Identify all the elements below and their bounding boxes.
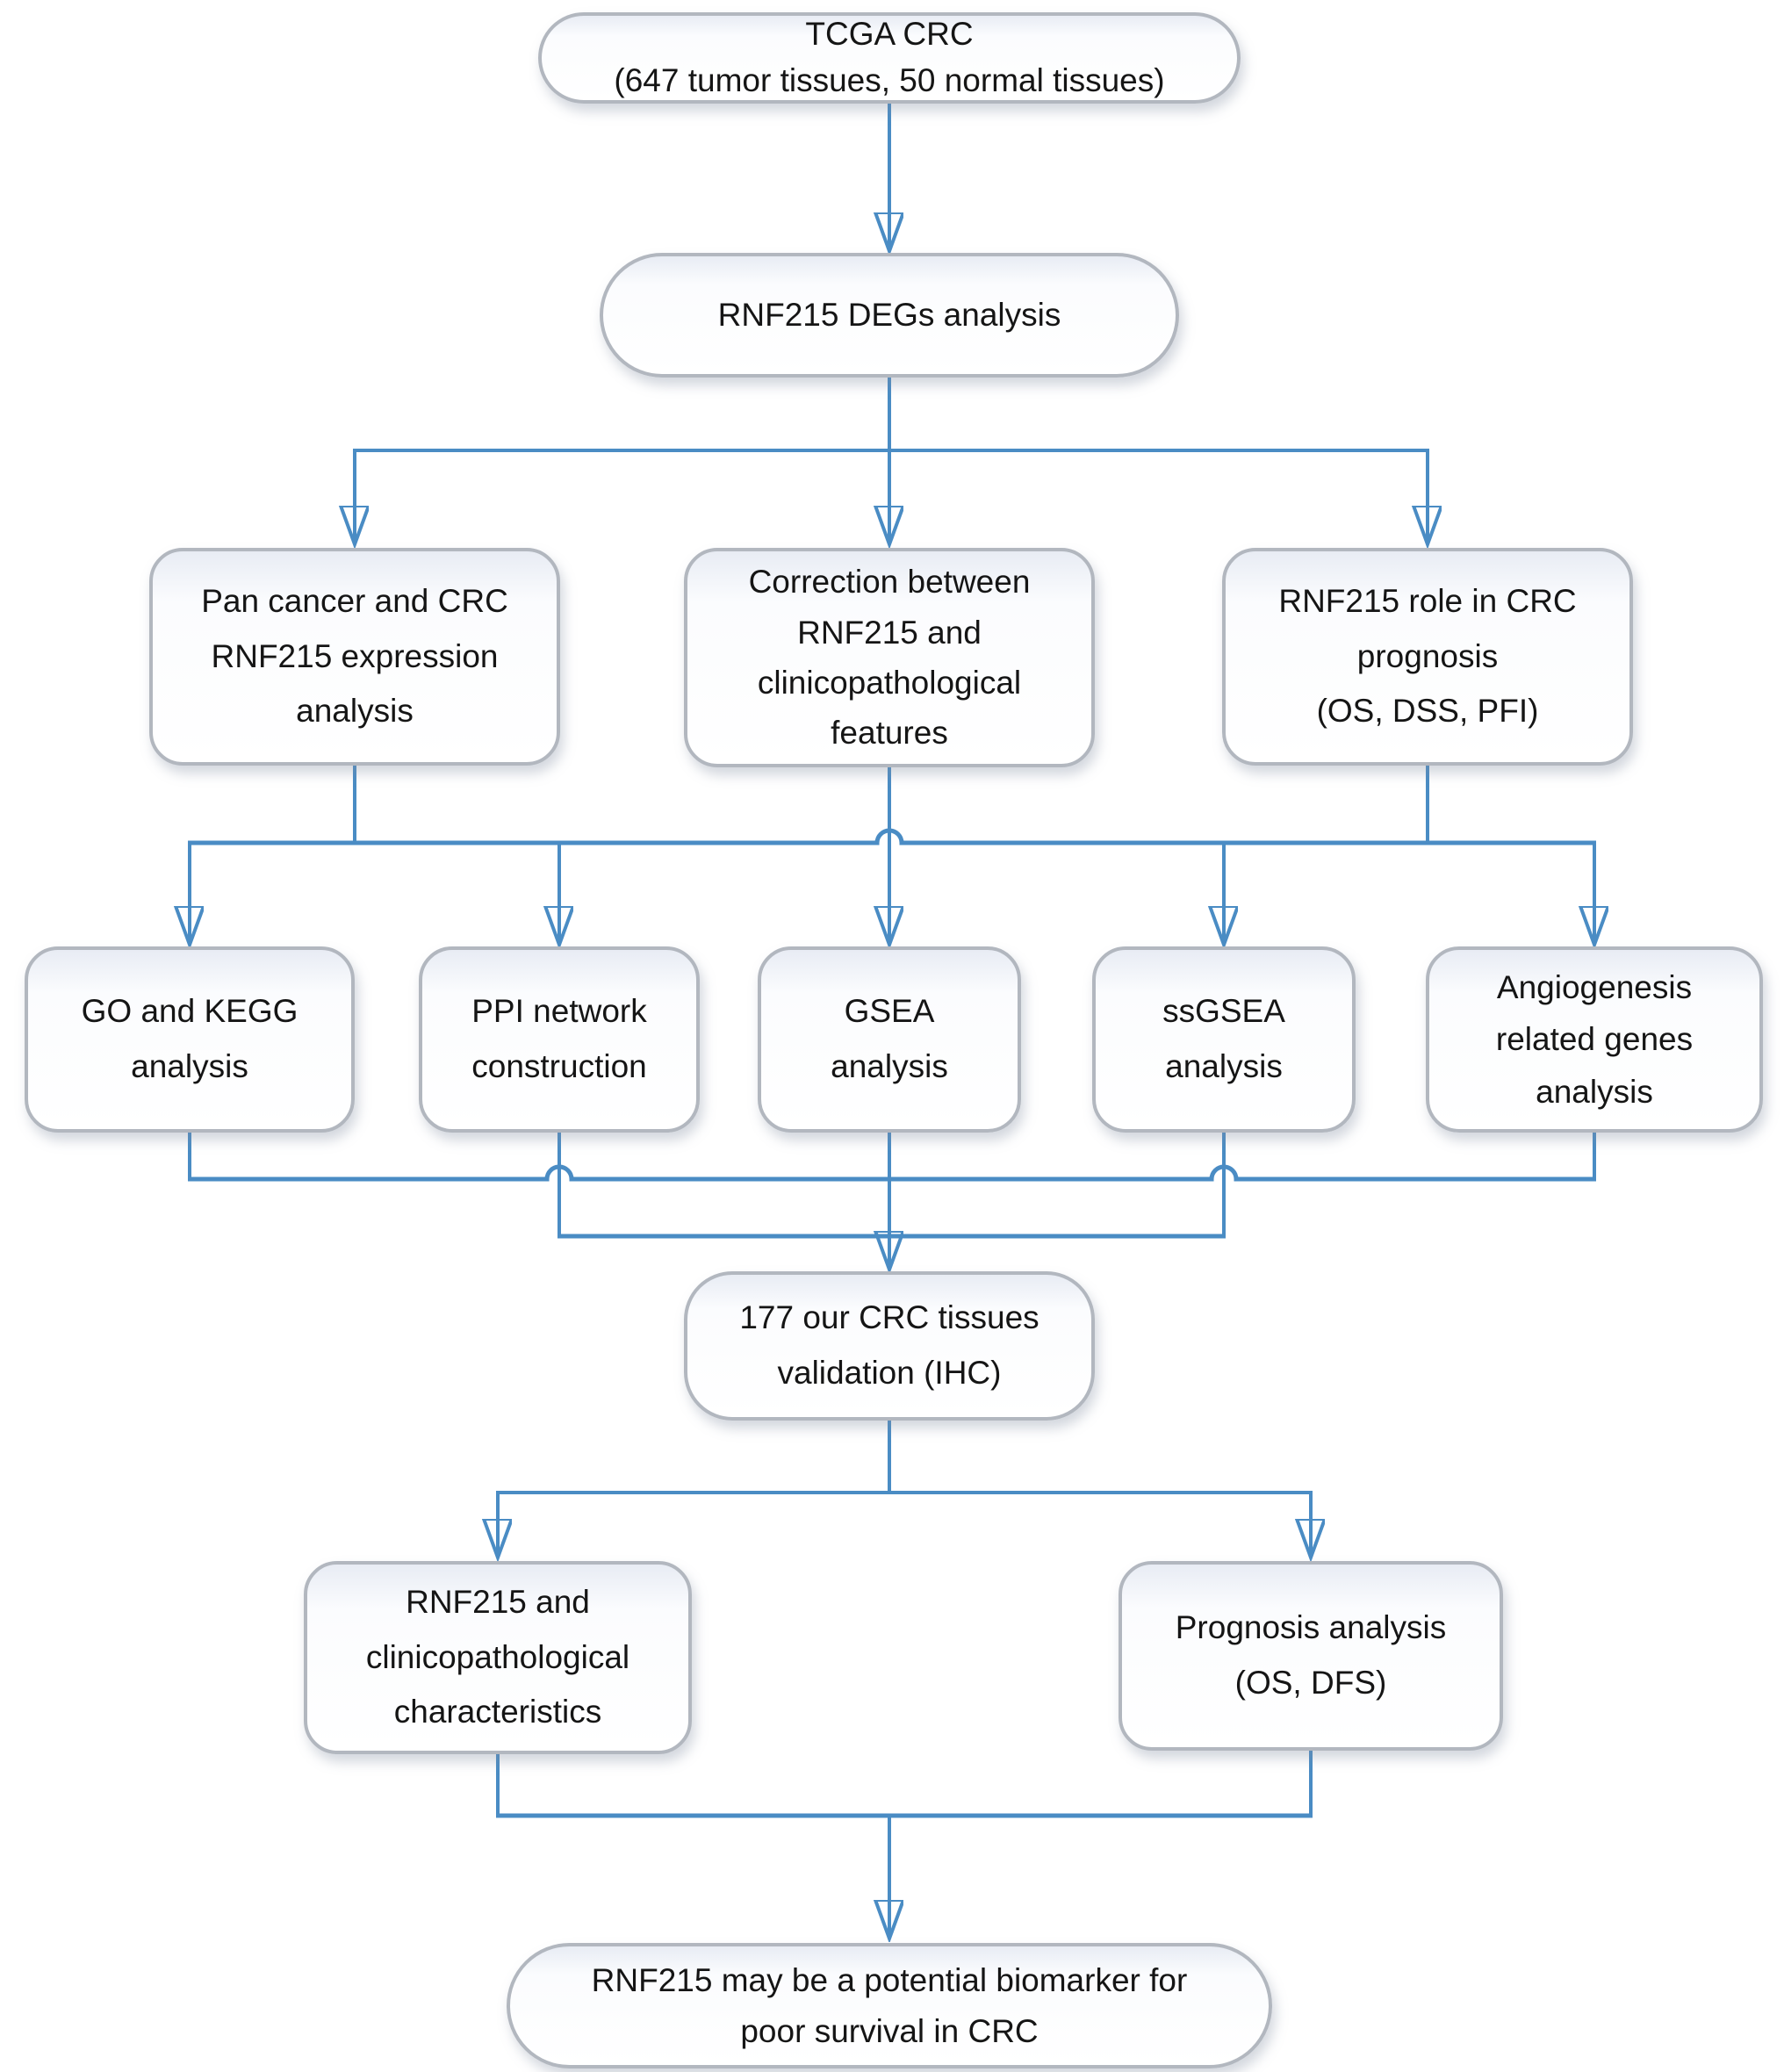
text-line: (OS, DSS, PFI) — [1316, 693, 1539, 730]
text-line: PPI network — [471, 993, 647, 1030]
bus1-horizontal-with-hop — [188, 828, 1596, 845]
text-line: prognosis — [1356, 637, 1499, 674]
text-line: features — [831, 715, 948, 752]
node-clinicopathological-characteristics: RNF215 and clinicopathological character… — [304, 1561, 692, 1754]
text-line: analysis — [131, 1048, 248, 1084]
node-ihc-validation: 177 our CRC tissues validation (IHC) — [684, 1271, 1095, 1421]
node-prognosis-role: RNF215 role in CRC prognosis (OS, DSS, P… — [1222, 548, 1633, 766]
node-gsea: GSEA analysis — [758, 946, 1021, 1133]
node-tcga-crc: TCGA CRC (647 tumor tissues, 50 normal t… — [538, 12, 1241, 104]
node-ppi-network: PPI network construction — [419, 946, 700, 1133]
text-line: related genes — [1495, 1021, 1694, 1058]
text-line: RNF215 DEGs analysis — [717, 296, 1061, 333]
text-line: characteristics — [393, 1694, 602, 1730]
node-conclusion: RNF215 may be a potential biomarker for … — [507, 1943, 1272, 2068]
text-line: validation (IHC) — [777, 1355, 1002, 1391]
text-line: poor survival in CRC — [740, 2012, 1039, 2049]
text-line: construction — [471, 1048, 647, 1084]
node-angiogenesis-genes: Angiogenesis related genes analysis — [1426, 946, 1763, 1133]
node-correction-clinicopathological: Correction between RNF215 and clinicopat… — [684, 548, 1095, 767]
node-go-kegg: GO and KEGG analysis — [25, 946, 355, 1133]
text-line: clinicopathological — [365, 1638, 630, 1675]
text-line: analysis — [1536, 1073, 1653, 1110]
node-prognosis-analysis: Prognosis analysis (OS, DFS) — [1119, 1561, 1503, 1751]
text-line: RNF215 and — [406, 1583, 590, 1620]
text-line: ssGSEA — [1162, 993, 1285, 1030]
text-line: (647 tumor tissues, 50 normal tissues) — [614, 62, 1165, 98]
text-line: RNF215 role in CRC — [1278, 582, 1577, 619]
text-line: (OS, DFS) — [1234, 1665, 1387, 1701]
text-line: clinicopathological — [757, 665, 1022, 701]
text-line: Angiogenesis — [1496, 969, 1693, 1006]
text-line: analysis — [296, 693, 414, 730]
text-line: TCGA CRC — [805, 16, 974, 53]
node-degs-analysis: RNF215 DEGs analysis — [600, 253, 1179, 378]
text-line: Correction between — [748, 564, 1031, 601]
text-line: Prognosis analysis — [1175, 1609, 1447, 1646]
text-line: analysis — [831, 1048, 948, 1084]
text-line: RNF215 may be a potential biomarker for — [591, 1962, 1188, 1999]
merge-line1-with-hops — [188, 1164, 1596, 1182]
text-line: RNF215 expression — [211, 637, 499, 674]
text-line: GO and KEGG — [81, 993, 299, 1030]
node-pan-cancer-expression: Pan cancer and CRC RNF215 expression ana… — [149, 548, 560, 766]
text-line: 177 our CRC tissues — [739, 1299, 1039, 1336]
node-ssgsea: ssGSEA analysis — [1092, 946, 1356, 1133]
text-line: RNF215 and — [797, 614, 982, 651]
text-line: GSEA — [844, 993, 935, 1030]
text-line: Pan cancer and CRC — [201, 582, 508, 619]
text-line: analysis — [1165, 1048, 1283, 1084]
